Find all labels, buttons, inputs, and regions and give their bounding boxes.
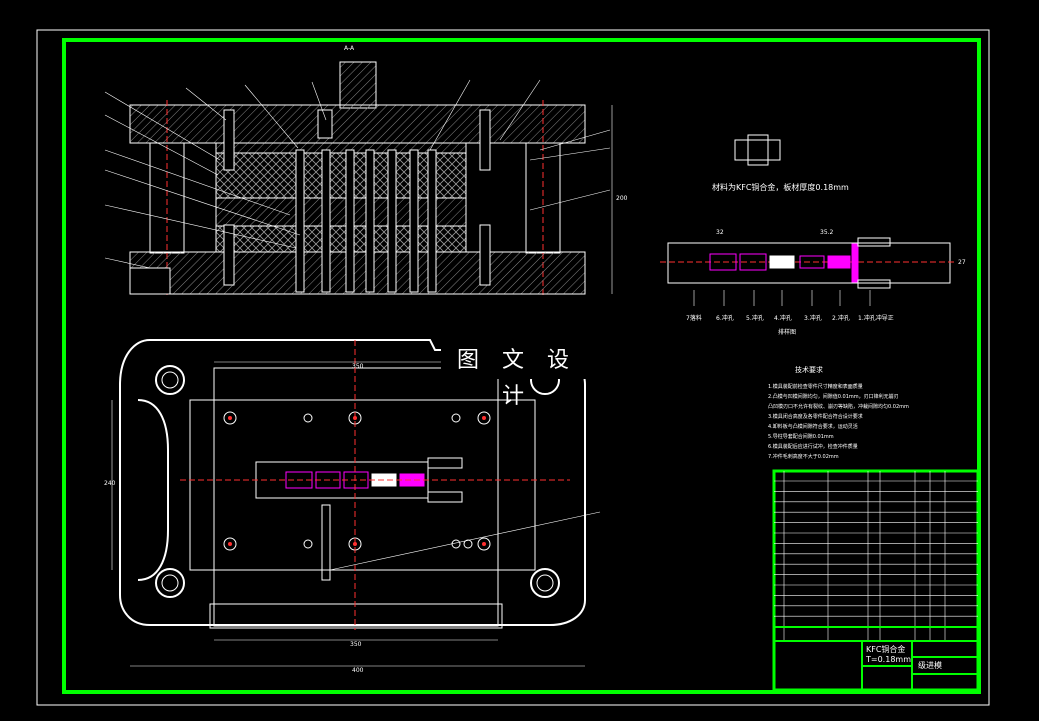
section-label: A-A <box>344 45 355 52</box>
tb-material: KFC铜合金 <box>866 644 905 654</box>
section-view: A-A 200 <box>104 45 628 295</box>
tech-note: 3.模具闭合高度及各零件配合符合设计要求 <box>768 413 863 420</box>
strip-label: 2.冲孔 <box>832 314 850 322</box>
dim-small: 32 <box>716 229 724 236</box>
watermark: 图 文 设 计 <box>441 343 593 409</box>
tb-drawing-name: 级进模 <box>918 660 942 670</box>
strip-caption: 排样图 <box>778 328 796 336</box>
tech-note: 7.冲件毛刺高度不大于0.02mm <box>768 453 839 460</box>
dim-height: 200 <box>616 195 628 202</box>
strip-layout: 32 35.2 27 7落料 6.冲孔 5.冲孔 4.冲孔 3.冲孔 2.冲孔 … <box>660 229 966 336</box>
dim-height-plan: 240 <box>104 480 116 487</box>
tech-note: 5.导柱导套配合间隙0.01mm <box>768 433 834 440</box>
strip-label: 5.冲孔 <box>746 314 764 322</box>
strip-label: 1.冲孔冲导正 <box>858 314 894 322</box>
dim-inner-width: 350 <box>352 363 364 370</box>
strip-note: 材料为KFC铜合金，板材厚度0.18mm <box>712 182 849 192</box>
drawing-border <box>62 38 981 694</box>
strip-label: 4.冲孔 <box>774 314 792 322</box>
tech-note: 2.凸模与凹模间隙均匀，间隙值0.01mm，刃口锋利无崩刃 <box>768 393 899 400</box>
tech-note: 凸凹模刃口不允许有裂纹、崩刃等缺陷，冲裁间隙均匀0.02mm <box>768 403 909 410</box>
strip-label: 7落料 <box>686 314 702 322</box>
tech-requirements: 技术要求 1.模具装配前检查零件尺寸精度和表面质量 2.凸模与凹模间隙均匀，间隙… <box>768 365 909 460</box>
tech-title: 技术要求 <box>795 365 823 374</box>
title-block: KFC铜合金 T=0.18mm 级进模 <box>772 469 980 692</box>
tb-thickness: T=0.18mm <box>865 655 911 664</box>
dim-pitch: 35.2 <box>820 229 834 236</box>
dim-outer-width: 400 <box>352 667 364 674</box>
tech-note: 6.模具装配后应进行试冲，检查冲件质量 <box>768 443 858 450</box>
outer-frame <box>36 29 990 706</box>
dim-strip-width: 27 <box>958 259 966 266</box>
dim-lower-width: 350 <box>350 641 362 648</box>
strip-label: 6.冲孔 <box>716 314 734 322</box>
plan-view: 350 350 400 240 <box>104 339 601 674</box>
strip-label: 3.冲孔 <box>804 314 822 322</box>
part-detail: 材料为KFC铜合金，板材厚度0.18mm <box>712 134 849 192</box>
tech-note: 1.模具装配前检查零件尺寸精度和表面质量 <box>768 383 863 390</box>
tech-note: 4.卸料板与凸模间隙符合要求，运动灵活 <box>768 423 858 430</box>
